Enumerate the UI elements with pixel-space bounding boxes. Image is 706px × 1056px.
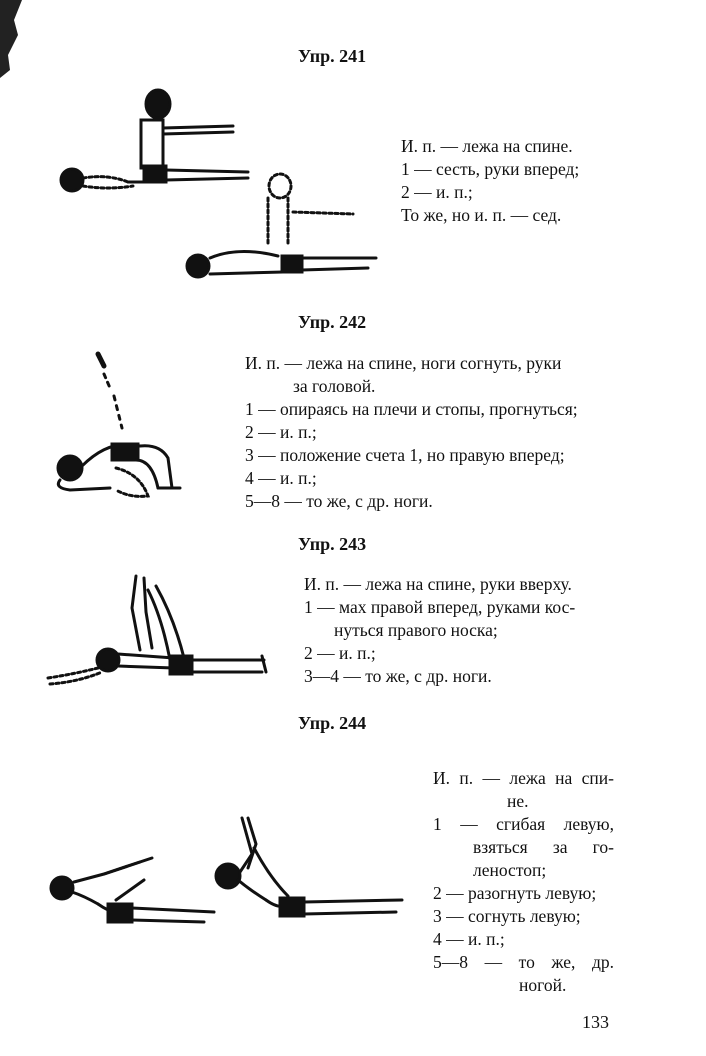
exercise-244-line-4: взяться за го- — [473, 837, 614, 857]
exercise-244-line-9: 5—8 — то же, др. — [433, 952, 614, 972]
exercise-243-text: И. п. — лежа на спине, руки вверху. 1 — … — [304, 573, 618, 688]
exercise-244-line-5: леностоп; — [473, 860, 547, 880]
exercise-242-figure — [40, 348, 200, 508]
exercise-242-line-2: за головой. — [293, 376, 376, 396]
exercise-244-line-7: 3 — согнуть левую; — [433, 906, 581, 926]
exercise-242-line-7: 5—8 — то же, с др. ноги. — [245, 491, 433, 511]
exercise-242-line-1: И. п. — лежа на спине, ноги согнуть, рук… — [245, 353, 562, 373]
exercise-243-line-3: нуться правого носка; — [334, 620, 498, 640]
exercise-242-line-6: 4 — и. п.; — [245, 468, 317, 488]
exercise-243-line-5: 3—4 — то же, с др. ноги. — [304, 666, 492, 686]
exercise-244-line-8: 4 — и. п.; — [433, 929, 505, 949]
exercise-244-line-2: не. — [507, 791, 529, 811]
exercise-244-title: Упр. 244 — [298, 713, 367, 733]
exercise-241-line-1: И. п. — лежа на спине. — [401, 136, 573, 156]
exercise-244-line-10: ногой. — [519, 975, 567, 995]
exercise-244-line-3: 1 — сгибая левую, — [433, 814, 614, 834]
exercise-244-figure — [44, 808, 414, 938]
exercise-242-text: И. п. — лежа на спине, ноги согнуть, рук… — [245, 352, 623, 513]
exercise-243-line-1: И. п. — лежа на спине, руки вверху. — [304, 574, 572, 594]
exercise-244-line-1: И. п. — лежа на спи- — [433, 768, 614, 788]
page-number: 133 — [582, 1012, 609, 1032]
exercise-242-line-4: 2 — и. п.; — [245, 422, 317, 442]
exercise-242-line-3: 1 — опираясь на плечи и стопы, прогнутьс… — [245, 399, 578, 419]
exercise-242-line-5: 3 — положение счета 1, но правую вперед; — [245, 445, 565, 465]
exercise-241-text: И. п. — лежа на спине. 1 — сесть, руки в… — [401, 135, 579, 227]
exercise-244-text: И. п. — лежа на спи- не. 1 — сгибая леву… — [433, 767, 614, 997]
exercise-243-title: Упр. 243 — [298, 534, 367, 554]
scan-edge-mark — [0, 0, 22, 78]
exercise-241-line-2: 1 — сесть, руки вперед; — [401, 159, 580, 179]
exercise-241-title: Упр. 241 — [298, 46, 367, 66]
exercise-244-line-6: 2 — разогнуть левую; — [433, 883, 597, 903]
exercise-243-figure — [44, 568, 284, 693]
exercise-241-line-4: То же, но и. п. — сед. — [401, 205, 562, 225]
exercise-241-line-3: 2 — и. п.; — [401, 182, 473, 202]
exercise-243-line-2: 1 — мах правой вперед, руками кос- — [304, 597, 576, 617]
exercise-241-figure — [48, 86, 388, 286]
exercise-243-line-4: 2 — и. п.; — [304, 643, 376, 663]
exercise-242-title: Упр. 242 — [298, 312, 367, 332]
